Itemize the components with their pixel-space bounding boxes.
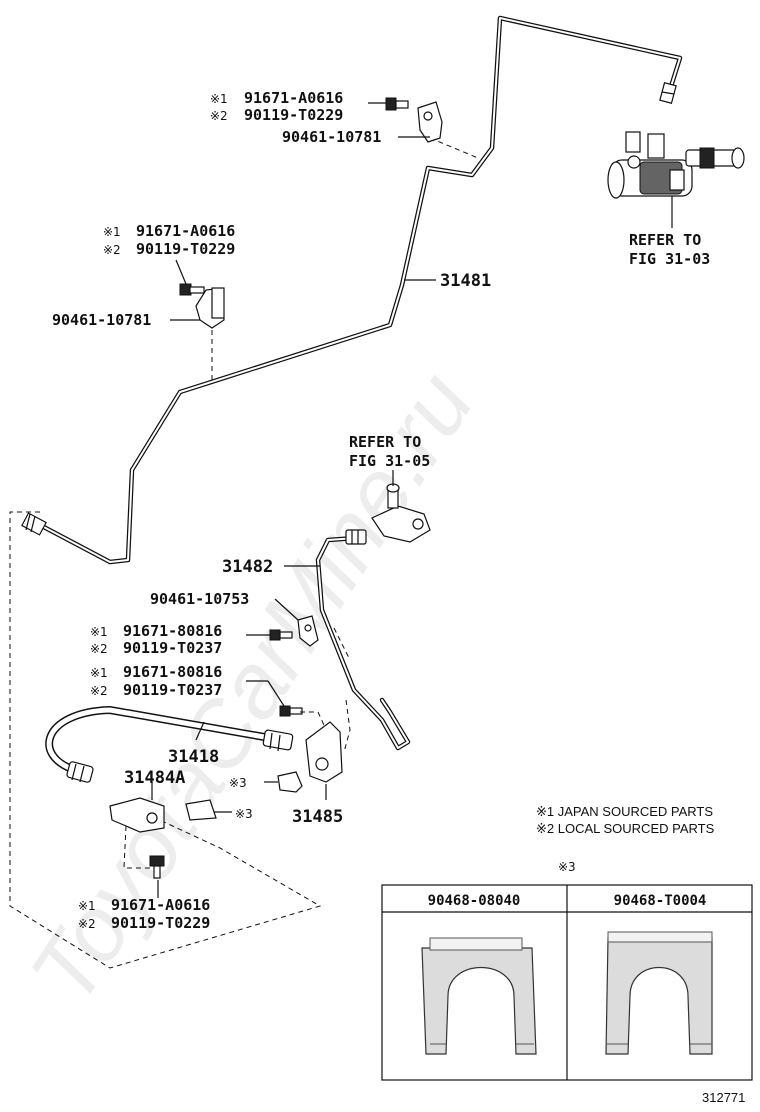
label-mid-bolt-2: 90119-T0229 xyxy=(136,240,235,258)
bracket-31484a xyxy=(109,797,165,833)
dash-bracket-b xyxy=(343,699,351,753)
label-bolt-b-1: 91671-80816 xyxy=(123,663,222,681)
clutch-union-fitting xyxy=(371,483,431,543)
flexible-hose-31418 xyxy=(45,705,294,783)
bolt-b xyxy=(279,705,303,717)
label-tube-31481: 31481 xyxy=(440,271,491,291)
label-bottom-bolt-1: 91671-A0616 xyxy=(111,896,210,914)
tube-clamp-lower xyxy=(297,615,319,647)
bracket-31485 xyxy=(305,721,343,783)
mark-mid-1: ※1 xyxy=(103,225,121,239)
leader-clamp-lower xyxy=(274,598,299,621)
label-refer-mid-1: REFER TO xyxy=(349,433,421,451)
tube-fitting-top xyxy=(659,82,677,104)
label-top-bolt-1: 91671-A0616 xyxy=(244,89,343,107)
label-refer-top-1: REFER TO xyxy=(629,231,701,249)
label-mid-bolt-1: 91671-A0616 xyxy=(136,222,235,240)
label-bracket-31485: 31485 xyxy=(292,807,343,827)
bolt-bottom xyxy=(149,855,165,879)
tube-clamp-top xyxy=(417,101,443,143)
bolt-top xyxy=(385,97,409,111)
label-tube-31482: 31482 xyxy=(222,557,273,577)
table-header-col2: 90468-T0004 xyxy=(614,893,707,909)
clip-b xyxy=(185,799,217,821)
label-bracket-31484a: 31484A xyxy=(124,768,185,788)
clip-90468-08040 xyxy=(421,937,537,1055)
clip-a xyxy=(277,771,303,793)
label-mid-clamp: 90461-10781 xyxy=(52,311,151,329)
label-clamp-lower: 90461-10753 xyxy=(150,590,249,608)
leader-mid-bolt xyxy=(175,259,187,285)
mark-b-1: ※1 xyxy=(90,666,108,680)
label-top-bolt-2: 90119-T0229 xyxy=(244,106,343,124)
dash-top-clamp xyxy=(429,137,479,159)
mark-clip-a: ※3 xyxy=(229,776,247,790)
label-refer-mid-2: FIG 31-05 xyxy=(349,452,430,470)
tube-clamp-mid xyxy=(195,287,225,329)
label-bolt-b-2: 90119-T0237 xyxy=(123,681,222,699)
leader-bolt-b-diag xyxy=(267,680,285,707)
tube-fitting-lower xyxy=(345,529,367,545)
dash-outline-loop xyxy=(9,511,322,969)
tube-fitting-left xyxy=(21,512,47,536)
clip-table xyxy=(381,884,753,1081)
table-header-col1: 90468-08040 xyxy=(428,893,521,909)
label-bottom-bolt-2: 90119-T0229 xyxy=(111,914,210,932)
clip-90468-t0004 xyxy=(605,931,713,1055)
figure-id: 312771 xyxy=(702,1090,745,1105)
mark-bottom-2: ※2 xyxy=(78,917,96,931)
clutch-tube-31481 xyxy=(37,15,683,565)
mark-clip-b: ※3 xyxy=(235,807,253,821)
label-hose-31418: 31418 xyxy=(168,747,219,767)
clutch-tube-31482 xyxy=(315,535,411,751)
mark-bottom-1: ※1 xyxy=(78,899,96,913)
label-top-clamp: 90461-10781 xyxy=(282,128,381,146)
mark-a-1: ※1 xyxy=(90,625,108,639)
dash-lower-tube xyxy=(333,627,351,661)
bolt-mid xyxy=(179,283,205,296)
clutch-release-cylinder xyxy=(607,131,745,199)
dash-lower-bracket xyxy=(300,711,329,735)
mark-a-2: ※2 xyxy=(90,642,108,656)
label-bolt-a-1: 91671-80816 xyxy=(123,622,222,640)
legend-local-sourced: ※2 LOCAL SOURCED PARTS xyxy=(536,821,715,836)
legend-japan-sourced: ※1 JAPAN SOURCED PARTS xyxy=(536,804,713,819)
mark-top-2: ※2 xyxy=(210,109,228,123)
label-refer-top-2: FIG 31-03 xyxy=(629,250,710,268)
bolt-a xyxy=(269,629,293,641)
mark-mid-2: ※2 xyxy=(103,243,121,257)
leader-hose xyxy=(195,721,205,741)
table-mark: ※3 xyxy=(558,860,576,874)
label-bolt-a-2: 90119-T0237 xyxy=(123,639,222,657)
mark-top-1: ※1 xyxy=(210,92,228,106)
mark-b-2: ※2 xyxy=(90,684,108,698)
